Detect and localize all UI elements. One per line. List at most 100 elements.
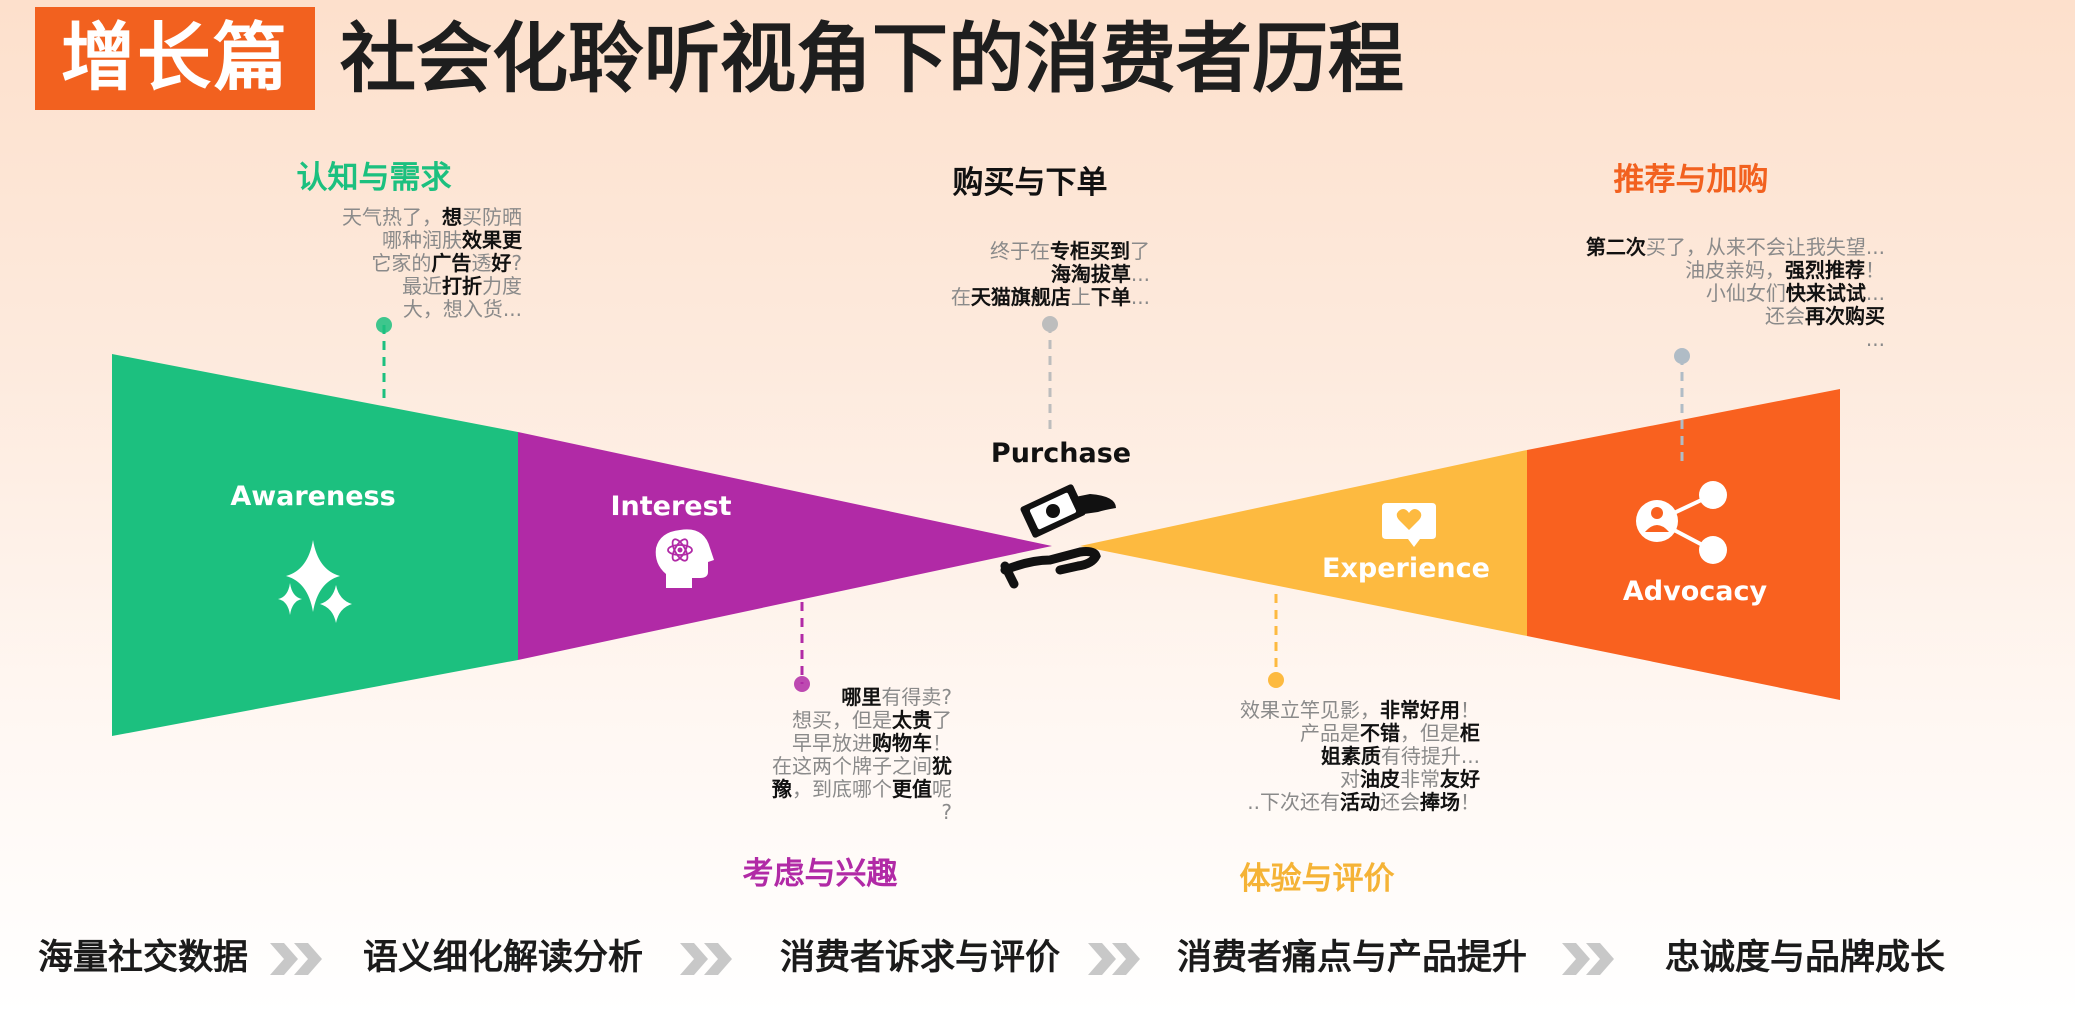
- quote-line: 小仙女们快来试试...: [1555, 282, 1885, 305]
- share-user-icon: [1636, 481, 1727, 564]
- quote-segment: 想买，但是: [792, 708, 892, 732]
- quote-line: 海淘拔草...: [920, 263, 1150, 286]
- quote-segment: 哪种润肤: [382, 228, 462, 252]
- quote-segment: ...: [1865, 327, 1885, 351]
- quote-segment: 购物车: [872, 731, 932, 755]
- double-chevron-icon: [270, 943, 322, 975]
- awareness-segment: [112, 354, 518, 736]
- quote-line: 第二次买了，从来不会让我失望...: [1555, 236, 1885, 259]
- quote-segment: 海淘拔草: [1050, 262, 1131, 286]
- quote-segment: ！: [932, 731, 952, 755]
- quote-segment: 快来试试: [1785, 281, 1866, 305]
- quote-segment: ...: [1130, 285, 1150, 309]
- quote-segment: 有得卖?: [881, 685, 952, 709]
- flow-step-2: 语义细化解读分析: [363, 938, 644, 978]
- quote-segment: 豫: [772, 777, 792, 801]
- quote-segment: 终于在: [990, 239, 1050, 263]
- quote-segment: 早早放进: [792, 731, 872, 755]
- quote-segment: 在: [950, 285, 971, 309]
- quote-line: 哪种润肤效果更: [252, 229, 522, 252]
- quote-line: 想买，但是太贵了: [690, 709, 952, 732]
- double-chevron-icon: [1562, 943, 1614, 975]
- quote-segment: ?: [941, 800, 952, 824]
- flow-step-4: 消费者痛点与产品提升: [1177, 938, 1528, 978]
- interest-label: Interest: [610, 491, 732, 522]
- quote-line: 在这两个牌子之间犹: [690, 755, 952, 778]
- quote-segment: 活动: [1340, 790, 1380, 814]
- quote-line: 它家的广告透好?: [252, 252, 522, 275]
- quote-segment: 力度: [482, 274, 522, 298]
- sparkle-icon: [278, 540, 352, 623]
- quote-line: 姐素质有待提升...: [1180, 745, 1480, 768]
- quote-segment: ！: [1460, 698, 1480, 722]
- advocacy-segment: [1527, 389, 1840, 700]
- experience-title: 体验与评价: [1239, 861, 1395, 897]
- quote-segment: 产品是: [1300, 721, 1360, 745]
- interest-dot: [794, 676, 810, 692]
- quote-line: ...: [1555, 328, 1885, 351]
- quote-segment: 捧场: [1420, 790, 1460, 814]
- quote-segment: ..下次还有: [1247, 790, 1340, 814]
- page-title: 社会化聆听视角下的消费者历程: [340, 14, 1404, 103]
- quote-segment: 友好: [1440, 767, 1480, 791]
- interest-title: 考虑与兴趣: [742, 856, 898, 892]
- chat-heart-icon: [1382, 503, 1436, 547]
- quote-segment: 效果立竿见影，: [1240, 698, 1380, 722]
- quote-segment: 柜: [1460, 721, 1480, 745]
- quote-segment: ！: [1460, 790, 1480, 814]
- advocacy-label: Advocacy: [1622, 576, 1768, 607]
- quote-segment: 下单: [1090, 285, 1131, 309]
- quote-segment: 小仙女们: [1705, 281, 1786, 305]
- quote-segment: ...: [1130, 262, 1150, 286]
- quote-segment: 有待提升...: [1380, 744, 1480, 768]
- quote-segment: 广告: [431, 251, 472, 275]
- flow-step-1: 海量社交数据: [38, 938, 249, 978]
- quote-segment: 透: [471, 251, 492, 275]
- quote-segment: ，到底哪个: [792, 777, 892, 801]
- quote-segment: 呢: [932, 777, 952, 801]
- interest-quotes: 哪里有得卖?想买，但是太贵了早早放进购物车！在这两个牌子之间犹豫，到底哪个更值呢…: [690, 686, 952, 824]
- quote-segment: 大，想入货...: [402, 297, 522, 321]
- purchase-dot: [1042, 316, 1058, 332]
- experience-dot: [1268, 672, 1284, 688]
- quote-segment: 非常: [1400, 767, 1440, 791]
- advocacy-quotes: 第二次买了，从来不会让我失望...油皮亲妈，强烈推荐！小仙女们快来试试...还会…: [1555, 236, 1885, 351]
- interest-segment: [518, 432, 1052, 660]
- quote-segment: 不错: [1360, 721, 1400, 745]
- quote-segment: 买防晒: [462, 205, 522, 229]
- quote-line: 终于在专柜买到了: [920, 240, 1150, 263]
- quote-segment: 犹: [932, 754, 952, 778]
- awareness-dot: [376, 317, 392, 333]
- quote-line: 对油皮非常友好: [1180, 768, 1480, 791]
- double-chevron-icon: [680, 943, 732, 975]
- quote-segment: 想: [442, 205, 462, 229]
- quote-segment: 强烈推荐: [1785, 258, 1865, 282]
- quote-line: 还会再次购买: [1555, 305, 1885, 328]
- purchase-quotes: 终于在专柜买到了海淘拔草...在天猫旗舰店上下单...: [920, 240, 1150, 309]
- quote-segment: 天猫旗舰店: [970, 285, 1071, 309]
- quote-segment: 好: [491, 251, 512, 275]
- quote-segment: 油皮亲妈，: [1685, 258, 1785, 282]
- quote-segment: 效果更: [462, 228, 522, 252]
- advocacy-dot: [1674, 348, 1690, 364]
- quote-segment: 上: [1070, 285, 1091, 309]
- quote-segment: 在这两个牌子之间: [772, 754, 932, 778]
- quote-segment: ！: [1865, 258, 1885, 282]
- double-chevron-icon: [1088, 943, 1140, 975]
- quote-line: ?: [690, 801, 952, 824]
- quote-segment: 姐素质: [1320, 744, 1381, 768]
- process-flow: 海量社交数据 语义细化解读分析 消费者诉求与评价 消费者痛点与产品提升 忠诚度与…: [0, 930, 2075, 986]
- quote-segment: 买了，从来不会让我失望...: [1645, 235, 1885, 259]
- quote-line: 最近打折力度: [252, 275, 522, 298]
- hand-money-icon: [1000, 484, 1116, 589]
- quote-line: 早早放进购物车！: [690, 732, 952, 755]
- quote-segment: ...: [1865, 281, 1885, 305]
- quote-line: 油皮亲妈，强烈推荐！: [1555, 259, 1885, 282]
- quote-line: ..下次还有活动还会捧场！: [1180, 791, 1480, 814]
- awareness-title: 认知与需求: [296, 160, 452, 196]
- quote-segment: ?: [511, 251, 522, 275]
- quote-segment: 了: [1130, 239, 1150, 263]
- section-badge: 增长篇: [35, 7, 315, 110]
- experience-quotes: 效果立竿见影，非常好用！产品是不错，但是柜姐素质有待提升...对油皮非常友好..…: [1180, 699, 1480, 814]
